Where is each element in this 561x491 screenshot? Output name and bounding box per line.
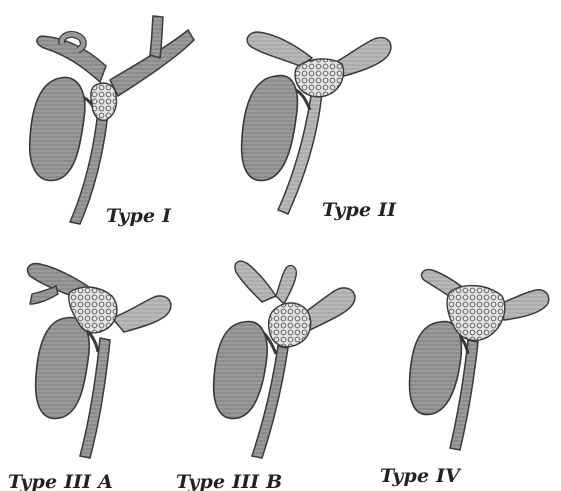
left-hepatic-branch — [30, 286, 58, 304]
gallbladder — [410, 322, 462, 415]
panel-type-2 — [242, 32, 391, 214]
panel-type-4 — [410, 270, 549, 450]
label-type-3b: Type III B — [176, 471, 282, 491]
left-hepatic-branch — [276, 266, 296, 304]
gallbladder — [214, 322, 268, 419]
tumor — [269, 303, 311, 347]
right-hepatic-branch — [150, 16, 163, 58]
left-hepatic-duct — [247, 32, 312, 66]
gallbladder — [242, 76, 298, 181]
label-type-3a: Type III A — [8, 471, 113, 491]
panel-type-3a — [28, 264, 171, 458]
panel-type-1 — [30, 16, 194, 224]
gallbladder — [36, 318, 90, 419]
left-hepatic-duct — [37, 36, 106, 82]
tumor — [295, 59, 344, 97]
left-hepatic-duct — [235, 261, 276, 302]
right-hepatic-duct — [500, 290, 549, 320]
gallbladder — [30, 77, 85, 180]
right-hepatic-duct — [336, 38, 391, 76]
label-type-1: Type I — [106, 205, 172, 227]
label-type-2: Type II — [322, 199, 397, 221]
label-type-4: Type IV — [380, 465, 462, 487]
right-hepatic-duct — [112, 296, 171, 332]
panel-type-3b — [214, 261, 355, 458]
tumor — [91, 83, 117, 120]
